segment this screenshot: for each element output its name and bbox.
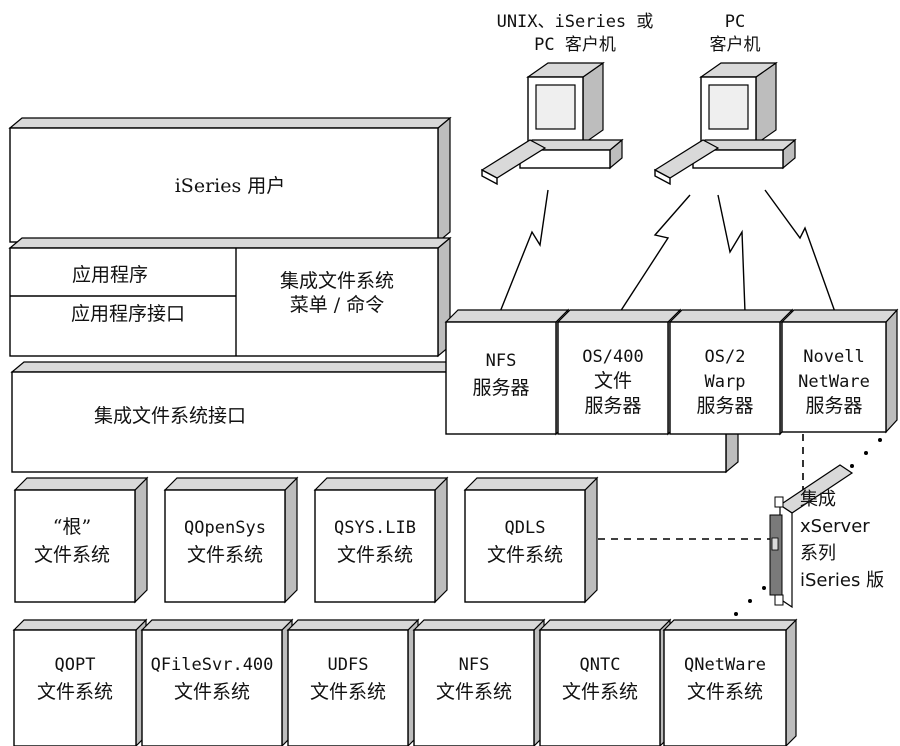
- layer-users-label: iSeries 用户: [175, 175, 286, 197]
- server-os400-line1: OS/400: [582, 347, 643, 367]
- fs-qdls-line2: 文件系统: [487, 544, 563, 566]
- fs-qntc-line1: QNTC: [580, 655, 621, 675]
- dotted-link-xserver-lower: [734, 586, 766, 616]
- fs-qdls-line1: QDLS: [505, 518, 546, 538]
- ifs-interface-label: 集成文件系统接口: [94, 405, 246, 427]
- fs-nfs-line2: 文件系统: [436, 681, 512, 703]
- fs-udfs-line2: 文件系统: [310, 681, 386, 703]
- apps-label: 应用程序: [72, 264, 148, 286]
- server-box-nfs: [444, 308, 570, 436]
- fs-box-nfs: [412, 618, 546, 746]
- client-left-label-line2: PC 客户机: [534, 35, 616, 55]
- fs-box-qdls: [463, 476, 599, 604]
- client-right-label-line2: 客户机: [710, 35, 761, 55]
- server-box-os400: [556, 308, 682, 436]
- connection-right-to-os400: [619, 194, 691, 313]
- client-right-label-line1: PC: [725, 12, 745, 32]
- layer-iseries-users: [8, 116, 452, 244]
- server-box-netware: [780, 308, 899, 434]
- layer-applications: [8, 236, 452, 358]
- fs-qfilesvr-line2: 文件系统: [174, 681, 250, 703]
- fs-qopt-line1: QOPT: [55, 655, 96, 675]
- fs-qsyslib-line1: QSYS.LIB: [334, 518, 416, 538]
- server-os2-line1: OS/2: [705, 347, 746, 367]
- server-os2-line3: 服务器: [696, 395, 753, 417]
- fs-qopensys-line2: 文件系统: [187, 544, 263, 566]
- server-os400-line3: 服务器: [584, 395, 641, 417]
- connection-left-to-nfs: [499, 189, 549, 313]
- client-computer-left: [480, 61, 624, 186]
- server-netware-line1: Novell: [803, 347, 864, 367]
- fs-qnetware-line2: 文件系统: [687, 681, 763, 703]
- fs-nfs-line1: NFS: [459, 655, 490, 675]
- server-os400-line2: 文件: [594, 370, 632, 392]
- client-left-label-line1: UNIX、iSeries 或: [497, 12, 654, 32]
- server-os2-line2: Warp: [705, 372, 746, 392]
- fs-qopt-line2: 文件系统: [37, 681, 113, 703]
- fs-qsyslib-line2: 文件系统: [337, 544, 413, 566]
- ifs-menu-label-line2: 菜单 / 命令: [290, 294, 384, 316]
- fs-qopensys-line1: QOpenSys: [184, 518, 266, 538]
- fs-qfilesvr-line1: QFileSvr.400: [151, 655, 274, 675]
- api-label: 应用程序接口: [71, 303, 185, 325]
- server-netware-line2: NetWare: [798, 372, 870, 392]
- xserver-label-line3: 系列: [800, 543, 836, 564]
- connection-right-to-netware: [764, 189, 836, 313]
- xserver-label-line4: iSeries 版: [800, 570, 884, 591]
- fs-qnetware-line1: QNetWare: [684, 655, 766, 675]
- fs-box-qnetware: [662, 618, 798, 746]
- fs-box-root: [13, 476, 149, 604]
- dotted-link-xserver-upper: [850, 438, 882, 468]
- xserver-label-line1: 集成: [800, 489, 836, 510]
- fs-udfs-line1: UDFS: [328, 655, 369, 675]
- fs-root-line2: 文件系统: [34, 544, 110, 566]
- xserver-card-icon: [769, 464, 854, 609]
- xserver-label-line2: xServer: [800, 516, 870, 537]
- fs-box-qopensys: [163, 476, 299, 604]
- connection-right-to-os2: [717, 194, 746, 313]
- ifs-menu-label-line1: 集成文件系统: [280, 270, 394, 292]
- fs-root-line1: “根”: [53, 516, 91, 538]
- server-nfs-line2: 服务器: [472, 377, 529, 399]
- fs-box-qsyslib: [313, 476, 449, 604]
- server-netware-line3: 服务器: [805, 395, 862, 417]
- server-nfs-line1: NFS: [486, 351, 517, 371]
- fs-qntc-line2: 文件系统: [562, 681, 638, 703]
- client-computer-right: [653, 61, 797, 186]
